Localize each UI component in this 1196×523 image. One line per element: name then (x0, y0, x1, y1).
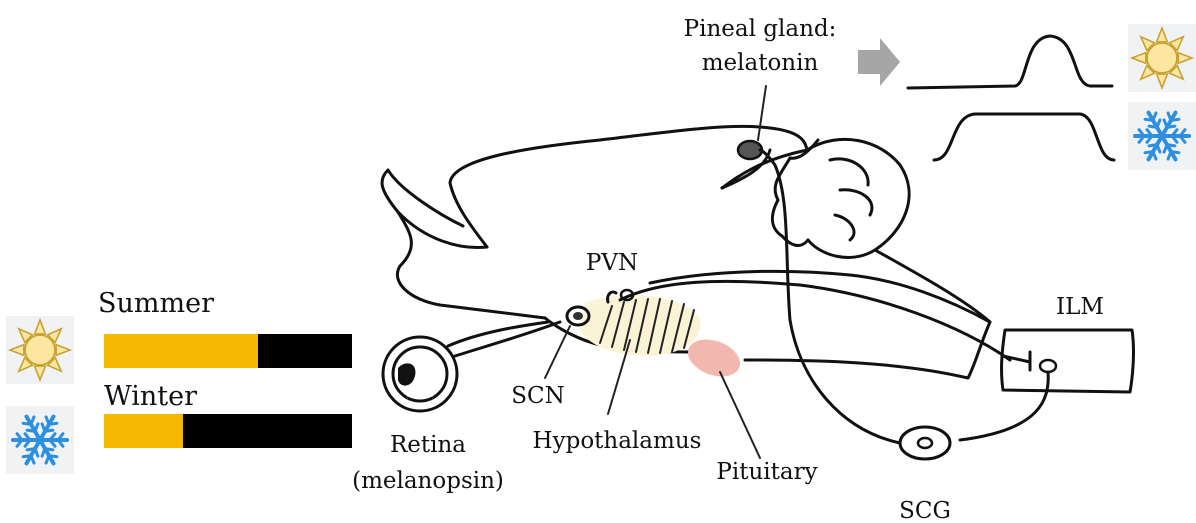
snowflake-icon (1128, 102, 1196, 170)
snowflake-icon (6, 406, 74, 474)
pituitary-label: Pituitary (716, 459, 817, 485)
sun-icon (1128, 24, 1196, 92)
retina-label-line1: Retina (390, 432, 466, 458)
pineal-label-line1: Pineal gland: (684, 16, 837, 42)
arrow-right-icon (858, 38, 900, 86)
scn-label: SCN (511, 383, 564, 409)
sun-icon (6, 316, 74, 384)
winter-bar-dark (183, 414, 352, 448)
summer-bar-dark (258, 334, 352, 368)
hypothalamus-region (580, 295, 701, 356)
winter-melatonin-curve (934, 114, 1114, 160)
summer-label: Summer (98, 288, 214, 319)
winter-label: Winter (104, 381, 197, 412)
photoperiod-legend: Summer Winter (98, 288, 352, 448)
winter-bar-light (104, 414, 183, 448)
hypothalamus-label: Hypothalamus (533, 428, 702, 454)
pineal-gland (738, 141, 762, 159)
scg-label: SCG (899, 498, 951, 523)
pvn-label: PVN (586, 250, 638, 276)
summer-bar-light (104, 334, 258, 368)
summer-melatonin-curve (908, 36, 1112, 88)
ilm-label: ILM (1056, 294, 1104, 320)
pineal-label-line2: melatonin (702, 50, 819, 76)
retina-label-line2: (melanopsin) (352, 468, 504, 494)
